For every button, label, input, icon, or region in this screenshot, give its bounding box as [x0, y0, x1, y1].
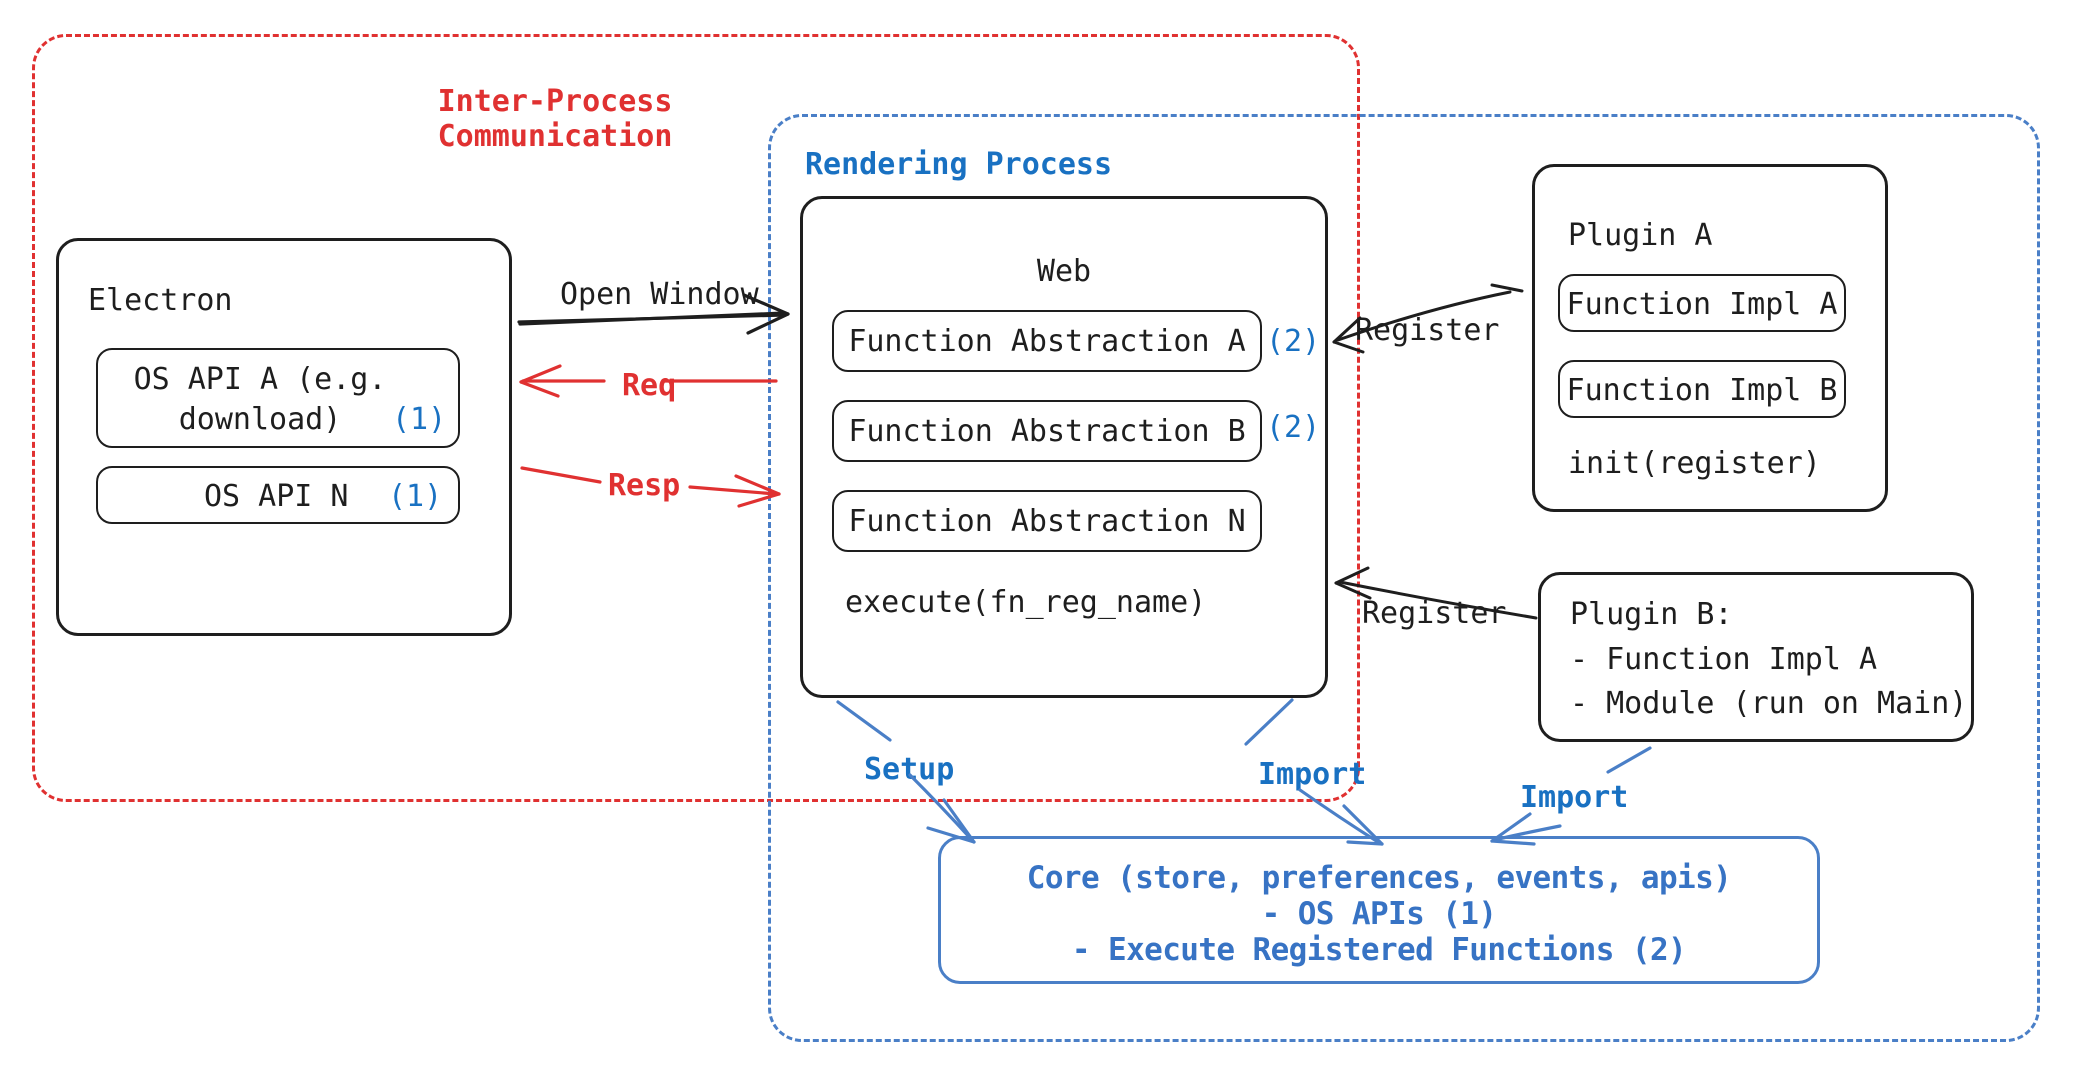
rendering-process-label: Rendering Process [805, 147, 1113, 182]
function-abstraction-n-box[interactable] [832, 490, 1262, 552]
os-api-n-marker: (1) [388, 479, 443, 514]
arrow-label-register-plugin-b: Register [1362, 596, 1507, 631]
function-impl-a-label: Function Impl A [1566, 287, 1838, 322]
function-abstraction-a-label: Function Abstraction A [848, 324, 1246, 359]
os-api-a-box[interactable] [96, 348, 460, 448]
os-api-n-label: OS API N [204, 479, 349, 514]
electron-title: Electron [88, 283, 233, 318]
arrow-label-import-plugin: Import [1520, 780, 1629, 815]
os-api-a-marker: (1) [392, 402, 447, 437]
rendering-process-region [768, 114, 2040, 1042]
plugin-b-item-module: - Module (run on Main) [1570, 686, 1968, 721]
web-title: Web [1036, 254, 1092, 289]
plugin-a-init-footer: init(register) [1568, 446, 1821, 481]
arrow-label-import-web: Import [1258, 757, 1367, 792]
function-abstraction-b-label: Function Abstraction B [848, 414, 1246, 449]
ipc-region [32, 34, 1360, 802]
plugin-b-title: Plugin B: [1570, 597, 1733, 632]
core-item-execute-registered-functions: - Execute Registered Functions (2) [1071, 932, 1687, 968]
arrow-label-register-plugin-a: Register [1355, 313, 1500, 348]
function-abstraction-a-marker: (2) [1266, 324, 1321, 359]
arrow-label-resp: Resp [608, 468, 681, 503]
plugin-b-box [1538, 572, 1974, 742]
arrow-label-setup: Setup [864, 752, 955, 787]
function-abstraction-b-marker: (2) [1266, 410, 1321, 445]
web-execute-footer: execute(fn_reg_name) [845, 585, 1207, 620]
function-impl-a-box[interactable] [1558, 274, 1846, 332]
function-impl-b-box[interactable] [1558, 360, 1846, 418]
core-title: Core (store, preferences, events, apis) [1026, 860, 1732, 896]
arrow-label-open-window: Open Window [560, 277, 759, 312]
plugin-a-title: Plugin A [1568, 218, 1713, 253]
os-api-a-label: OS API A (e.g. download) [133, 362, 387, 437]
ipc-region-label-line2: Communication [437, 119, 673, 154]
ipc-region-label-line1: Inter-Process [437, 84, 673, 119]
os-api-n-box[interactable] [96, 466, 460, 524]
arrow-label-req: Req [622, 368, 677, 403]
function-abstraction-n-label: Function Abstraction N [848, 504, 1246, 539]
function-impl-b-label: Function Impl B [1566, 373, 1838, 408]
function-abstraction-b-box[interactable] [832, 400, 1262, 462]
core-item-os-apis: - OS APIs (1) [1261, 896, 1497, 932]
plugin-b-item-function-impl-a: - Function Impl A [1570, 642, 1878, 677]
function-abstraction-a-box[interactable] [832, 310, 1262, 372]
plugin-a-box [1532, 164, 1888, 512]
